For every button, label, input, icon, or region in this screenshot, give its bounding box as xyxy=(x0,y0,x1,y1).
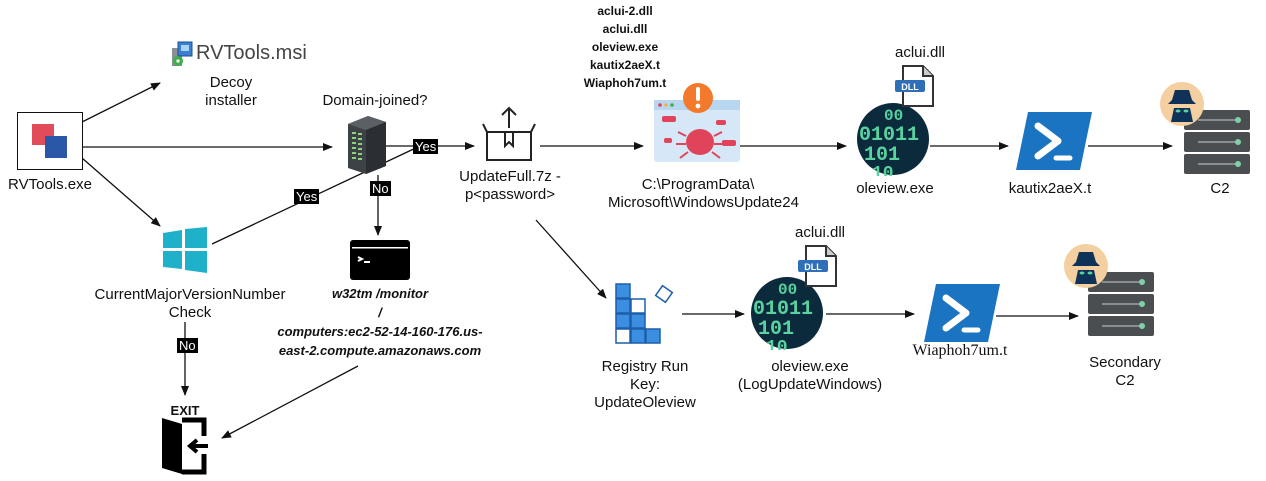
svg-text:00: 00 xyxy=(778,281,797,299)
malware-window-icon xyxy=(652,82,744,164)
terminal-icon xyxy=(350,240,410,280)
svg-text:10: 10 xyxy=(766,338,788,350)
powershell-icon xyxy=(1014,110,1094,172)
wiaphoh-label: Wiaphoh7um.t xyxy=(912,342,1008,359)
registry-icon xyxy=(614,282,678,346)
edge-archive-to-registry xyxy=(535,219,607,299)
kautix-label: kautix2aeX.t xyxy=(1008,180,1092,197)
rvtools-msi-label: RVTools.msi xyxy=(196,42,307,64)
svg-text:00: 00 xyxy=(884,107,903,125)
binary-code-icon: 00 01011 101 10 xyxy=(856,102,930,184)
dropped-file: oleview.exe xyxy=(591,40,659,54)
domain-check-label: Domain-joined? xyxy=(322,92,428,109)
hacker-server-icon xyxy=(1158,82,1254,178)
edge-rvtools-to-msi xyxy=(81,82,161,123)
powershell-icon xyxy=(922,282,1002,344)
oleview-top-label: oleview.exe xyxy=(856,180,934,197)
exit-label: EXIT xyxy=(170,403,200,418)
decoy-label: Decoy installer xyxy=(205,74,257,109)
rvtools-exe-label: RVTools.exe xyxy=(8,176,92,193)
oleview-bottom-dll-label: aclui.dll xyxy=(794,224,846,241)
rvtools-app-icon xyxy=(32,124,67,158)
edge-rvtools-to-version xyxy=(81,157,161,227)
dll-file-icon: DLL xyxy=(893,64,939,108)
registry-label: Registry Run Key: UpdateOleview xyxy=(594,358,696,411)
oleview-bottom-label: oleview.exe (LogUpdateWindows) xyxy=(737,358,883,393)
svg-text:DLL: DLL xyxy=(901,82,919,92)
svg-text:01011: 01011 xyxy=(859,124,919,147)
rvtools-exe-node xyxy=(17,112,83,170)
server-tower-icon xyxy=(346,114,388,176)
svg-text:101: 101 xyxy=(758,318,794,341)
dropped-files-list: aclui-2.dll aclui.dll oleview.exe kautix… xyxy=(580,2,670,92)
svg-text:10: 10 xyxy=(872,164,894,176)
w32tm-command-label: w32tm /monitor / computers:ec2-52-14-160… xyxy=(277,286,483,358)
domain-yes-tag: Yes xyxy=(413,139,439,154)
c2-label: C2 xyxy=(1210,180,1230,197)
package-upload-icon xyxy=(481,106,537,162)
dropped-file: kautix2aeX.t xyxy=(589,58,661,72)
hacker-server-icon xyxy=(1062,244,1158,340)
svg-text:101: 101 xyxy=(864,144,900,167)
svg-text:01011: 01011 xyxy=(753,298,813,321)
dropped-file: aclui.dll xyxy=(602,22,648,36)
version-yes-tag: Yes xyxy=(294,189,320,204)
archive-label: UpdateFull.7z - p<password> xyxy=(459,168,561,203)
dropped-file: Wiaphoh7um.t xyxy=(583,76,667,90)
version-check-label: CurrentMajorVersionNumber Check xyxy=(94,286,286,321)
dropped-file: aclui-2.dll xyxy=(597,4,653,18)
domain-no-tag: No xyxy=(370,181,391,196)
oleview-top-dll-label: aclui.dll xyxy=(894,44,946,61)
svg-text:DLL: DLL xyxy=(804,262,822,272)
dll-file-icon: DLL xyxy=(796,244,842,288)
secondary-c2-label: Secondary C2 xyxy=(1089,354,1161,389)
program-data-label: C:\ProgramData\ Microsoft\WindowsUpdate2… xyxy=(608,176,799,211)
version-no-tag: No xyxy=(177,338,198,353)
edge-w32tm-to-exit xyxy=(221,365,359,439)
windows-logo-icon xyxy=(161,227,209,273)
exit-door-icon xyxy=(160,416,210,476)
installer-icon xyxy=(168,40,196,68)
